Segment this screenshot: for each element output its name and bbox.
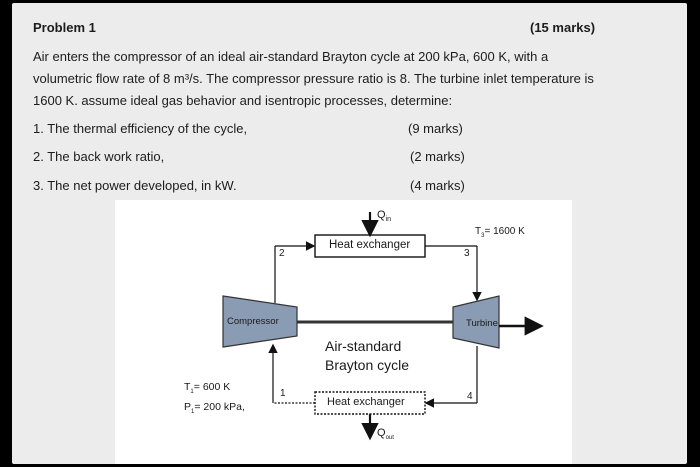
brayton-cycle-schematic	[222, 212, 544, 441]
turbine-label: Turbine	[466, 318, 498, 329]
t1-label: T1= 600 K	[184, 381, 231, 396]
question-3: 3. The net power developed, in kW.	[33, 178, 237, 193]
p1-label: P1= 200 kPa,	[184, 401, 245, 416]
cycle-label-line-1: Air-standard	[325, 338, 402, 354]
problem-sheet: Problem 1 (15 marks) Air enters the comp…	[12, 3, 687, 464]
question-1-marks: (9 marks)	[408, 121, 463, 136]
state-1-label: 1	[280, 388, 286, 399]
t3-label: T3= 1600 K	[475, 226, 525, 239]
question-2: 2. The back work ratio,	[33, 149, 165, 164]
statement-line-3: 1600 K. assume ideal gas behavior and is…	[33, 93, 453, 108]
q-out-label: Qout	[377, 427, 394, 442]
q-in-label: Qin	[377, 209, 392, 224]
turbine-shape	[452, 295, 500, 349]
compressor-shape	[222, 295, 298, 348]
brayton-cycle-diagram: Qin Heat exchanger 2 3 T3= 1600 K Compre…	[115, 200, 572, 464]
problem-title: Problem 1	[33, 20, 96, 35]
top-heat-exchanger-label: Heat exchanger	[329, 239, 411, 251]
question-3-marks: (4 marks)	[410, 178, 465, 193]
state-2-label: 2	[279, 248, 285, 259]
cycle-label-line-2: Brayton cycle	[325, 357, 410, 373]
question-1: 1. The thermal efficiency of the cycle,	[33, 121, 248, 136]
problem-marks: (15 marks)	[530, 20, 596, 35]
state-3-label: 3	[464, 248, 470, 259]
question-2-marks: (2 marks)	[410, 149, 465, 164]
bottom-heat-exchanger-label: Heat exchanger	[327, 396, 405, 408]
state-4-label: 4	[467, 391, 473, 402]
statement-line-2: volumetric flow rate of 8 m³/s. The comp…	[33, 71, 594, 86]
statement-line-1: Air enters the compressor of an ideal ai…	[33, 49, 549, 64]
compressor-label: Compressor	[227, 316, 279, 327]
